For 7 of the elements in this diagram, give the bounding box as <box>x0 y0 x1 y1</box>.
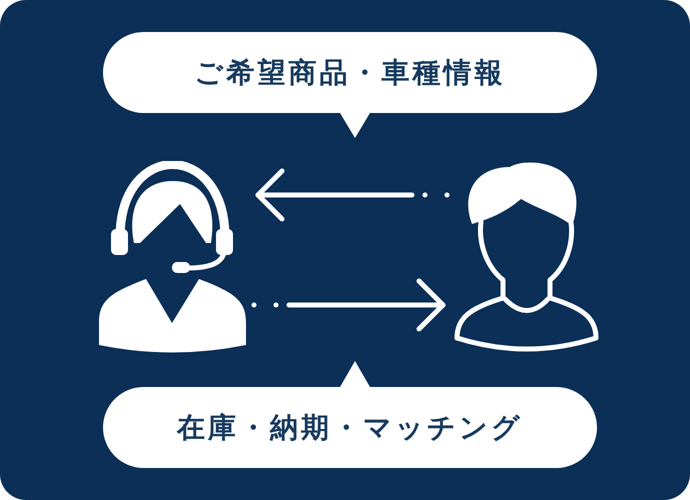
bubble-text: ご希望商品・車種情報 <box>194 56 506 90</box>
operator-with-headset-icon <box>96 161 248 355</box>
arrow <box>256 168 450 222</box>
arrow <box>252 278 446 332</box>
speech-bubble <box>103 32 597 138</box>
bubble-text: 在庫・納期・マッチング <box>177 410 523 444</box>
speech-bubble <box>103 361 597 468</box>
